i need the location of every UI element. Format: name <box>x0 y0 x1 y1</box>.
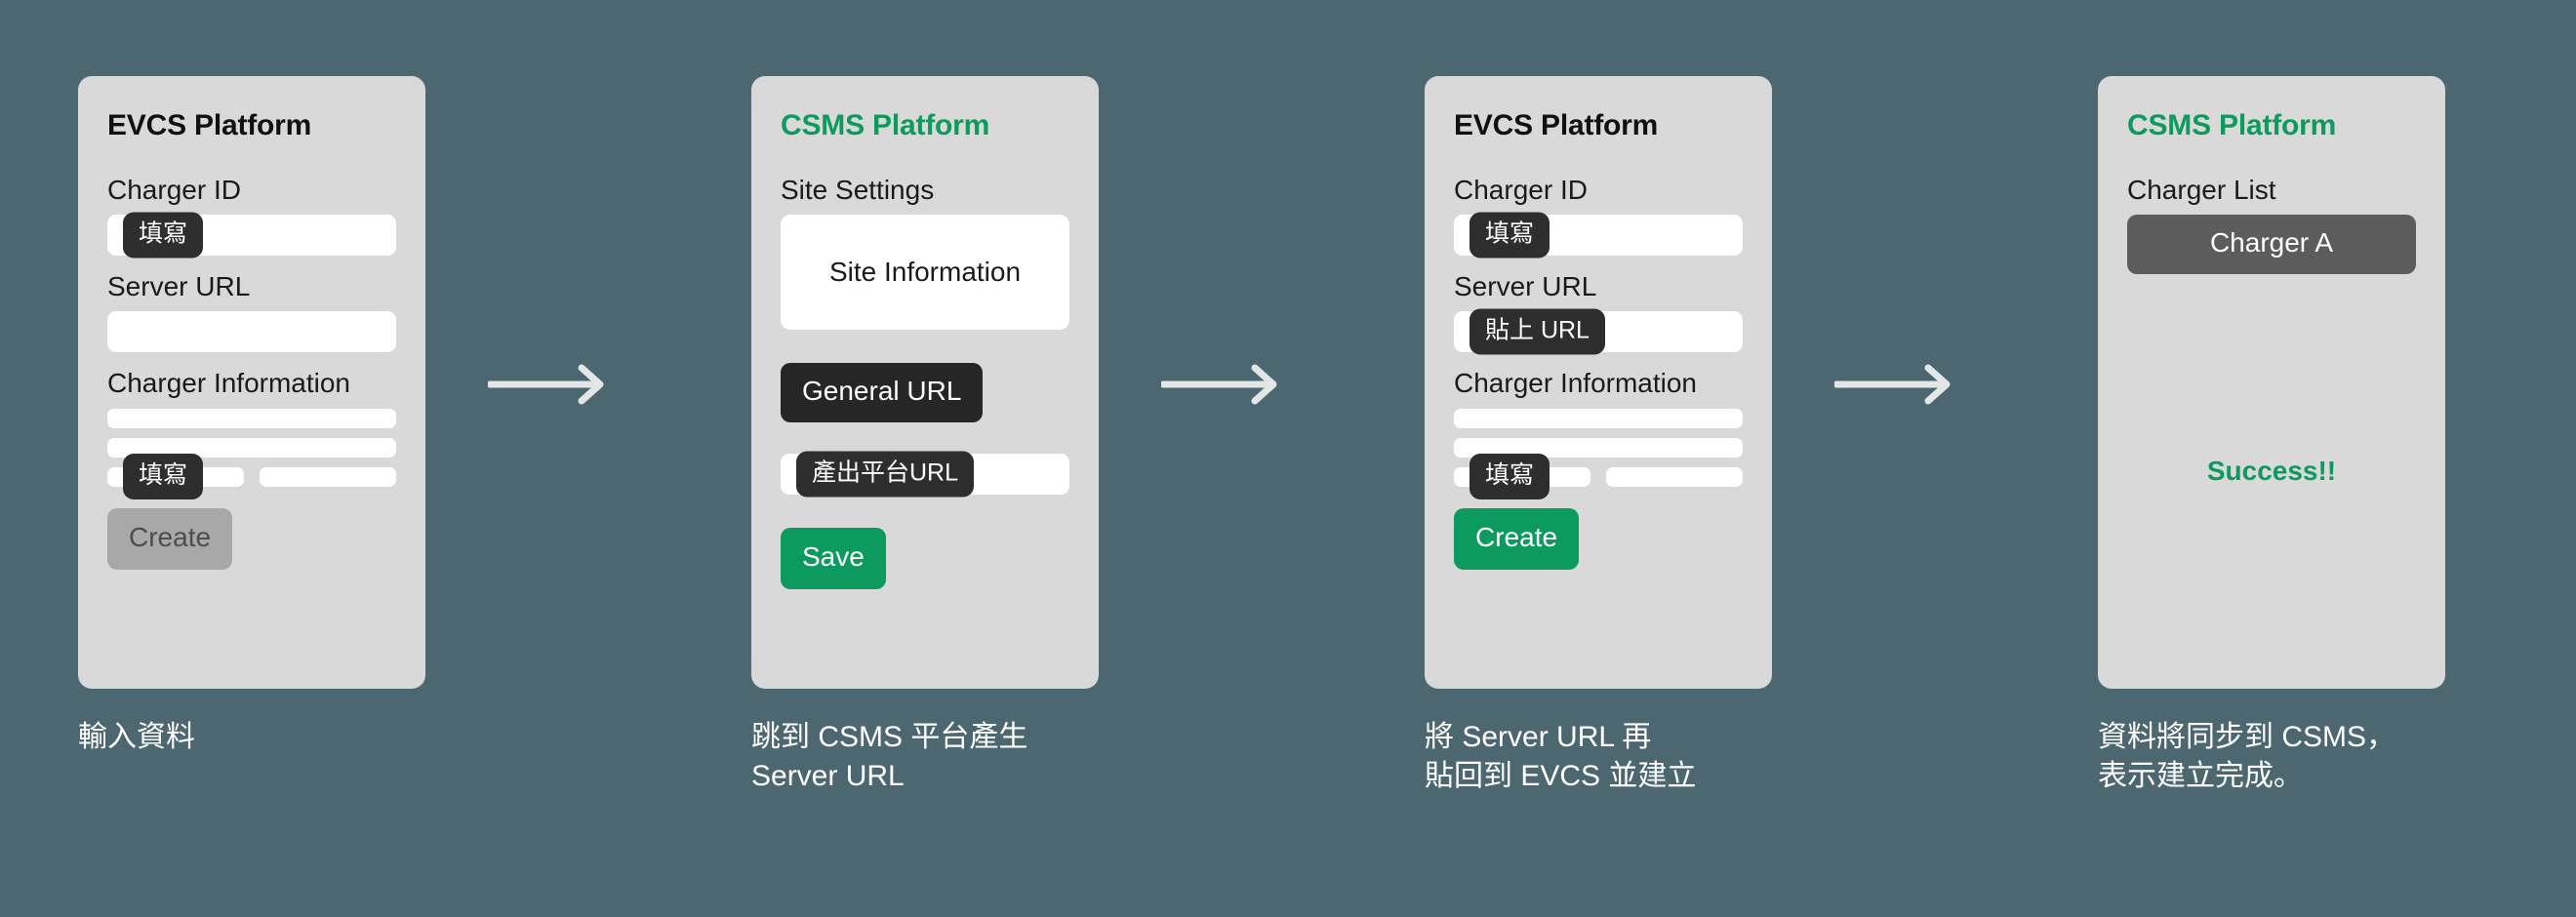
annotation-pill-generate-platform-url: 產出平台URL <box>796 451 975 498</box>
site-information-box[interactable]: Site Information <box>781 215 1069 331</box>
field-label-charger-information: Charger Information <box>1454 368 1698 399</box>
spacer <box>781 510 1069 528</box>
charger-id-input[interactable]: 填寫 <box>107 212 396 259</box>
charger-info-bar-1[interactable]: 填寫 <box>1454 408 1743 499</box>
step-caption: 跳到 CSMS 平台產生 Server URL <box>751 721 1028 793</box>
card-title: CSMS Platform <box>2127 109 2337 141</box>
charger-info-bar-2[interactable] <box>1454 437 1743 458</box>
evcs-platform-card-1: EVCS Platform Charger ID 填寫 Server URL C… <box>78 76 425 689</box>
csms-platform-card-1: CSMS Platform Site Settings Site Informa… <box>751 76 1099 689</box>
step-4: CSMS Platform Charger List Charger A Suc… <box>2020 76 2576 796</box>
step-2: CSMS Platform Site Settings Site Informa… <box>673 76 1347 796</box>
card-title: EVCS Platform <box>1454 109 1659 141</box>
server-url-input[interactable]: 貼上 URL <box>1454 308 1743 355</box>
step-caption: 輸入資料 <box>78 721 195 753</box>
annotation-pill-fill-in: 填寫 <box>123 212 204 259</box>
annotation-pill-paste-url: 貼上 URL <box>1469 308 1605 355</box>
step-3: EVCS Platform Charger ID 填寫 Server URL 貼… <box>1347 76 2020 796</box>
charger-id-input[interactable]: 填寫 <box>1454 212 1743 259</box>
field-label-charger-information: Charger Information <box>107 368 351 399</box>
step-caption: 將 Server URL 再 貼回到 EVCS 並建立 <box>1425 721 1697 793</box>
annotation-pill-fill-in: 填寫 <box>123 453 204 499</box>
general-url-label[interactable]: General URL <box>781 363 984 423</box>
server-url-input[interactable] <box>107 311 396 353</box>
evcs-platform-card-2: EVCS Platform Charger ID 填寫 Server URL 貼… <box>1425 76 1772 689</box>
generated-url-input[interactable]: 產出平台URL <box>781 451 1069 498</box>
field-label-charger-id: Charger ID <box>107 175 241 205</box>
csms-platform-card-2: CSMS Platform Charger List Charger A Suc… <box>2098 76 2445 689</box>
section-label-site-settings: Site Settings <box>781 175 935 205</box>
card-title: EVCS Platform <box>107 109 312 141</box>
section-label-charger-list: Charger List <box>2127 175 2276 205</box>
step-1: EVCS Platform Charger ID 填寫 Server URL C… <box>0 76 673 757</box>
create-button[interactable]: Create <box>1454 507 1580 570</box>
arrow-step2-to-step3-icon <box>1161 363 1280 406</box>
field-label-server-url: Server URL <box>1454 271 1597 302</box>
charger-list-item[interactable]: Charger A <box>2127 215 2416 275</box>
field-label-server-url: Server URL <box>107 271 251 302</box>
charger-info-bar-2[interactable] <box>107 437 396 458</box>
site-information-text: Site Information <box>828 257 1022 288</box>
field-label-charger-id: Charger ID <box>1454 175 1588 205</box>
charger-info-bar-4[interactable] <box>260 466 396 487</box>
save-button[interactable]: Save <box>781 528 886 590</box>
arrow-step3-to-step4-icon <box>1834 363 1953 406</box>
annotation-pill-fill-in: 填寫 <box>1469 212 1550 259</box>
status-badge-success: Success!! <box>2206 456 2337 487</box>
annotation-pill-fill-in: 填寫 <box>1469 453 1550 499</box>
charger-info-bar-4[interactable] <box>1606 466 1743 487</box>
arrow-step1-to-step2-icon <box>488 363 607 406</box>
create-button[interactable]: Create <box>107 507 233 570</box>
step-caption: 資料將同步到 CSMS， 表示建立完成。 <box>2098 721 2396 793</box>
charger-info-bar-1[interactable]: 填寫 <box>107 408 396 499</box>
card-title: CSMS Platform <box>781 109 990 141</box>
